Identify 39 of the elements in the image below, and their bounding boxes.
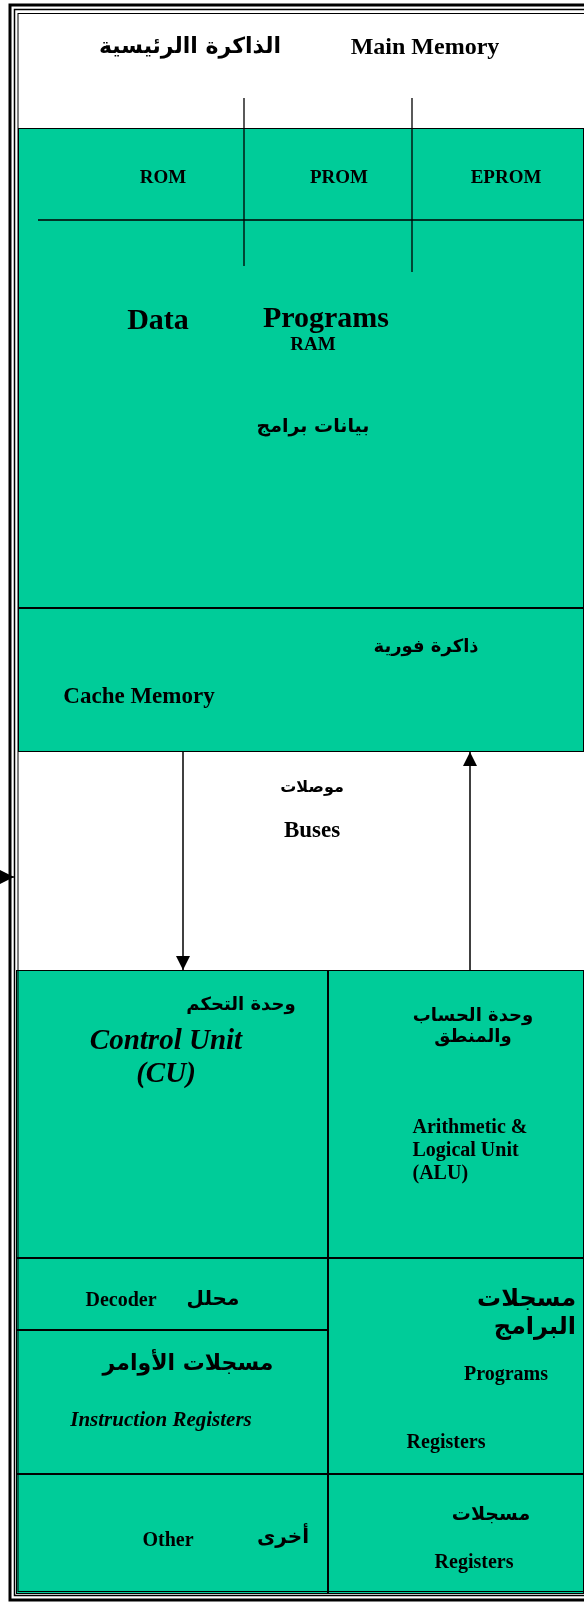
heading: ذاكرة فورية bbox=[373, 635, 479, 657]
bus-label: موصلات bbox=[280, 777, 344, 797]
label-text: Registers bbox=[406, 1429, 486, 1453]
heading: وحدة التحكم bbox=[186, 993, 296, 1015]
label-text: RAM bbox=[290, 333, 336, 355]
label-text: Programs bbox=[262, 299, 390, 335]
heading: مسجلات bbox=[451, 1503, 531, 1525]
unit-panel bbox=[16, 970, 328, 1258]
label-text: Arithmetic & Logical Unit (ALU) bbox=[412, 1114, 529, 1184]
arrow bbox=[176, 751, 190, 971]
bus-label: Buses bbox=[283, 816, 341, 844]
decoder-cell bbox=[16, 1258, 328, 1330]
label-text: الذاكرة االرئيسية bbox=[98, 33, 282, 59]
heading: PROM bbox=[310, 166, 368, 188]
heading: وحدة الحساب والمنطق bbox=[411, 1005, 535, 1047]
label-text: Other bbox=[142, 1527, 194, 1551]
label-text: Decoder bbox=[85, 1287, 157, 1311]
label-text: Programs bbox=[463, 1361, 549, 1385]
register-cell bbox=[16, 1330, 328, 1474]
heading: مسجلات البرامج bbox=[476, 1285, 576, 1341]
label-text: Control Unit (CU) bbox=[88, 1022, 244, 1090]
unit-panel bbox=[328, 970, 584, 1258]
memory-panel bbox=[18, 128, 584, 608]
label-text: Registers bbox=[434, 1549, 514, 1573]
heading: مسجلات الأوامر bbox=[102, 1350, 274, 1376]
register-cell bbox=[328, 1258, 584, 1474]
heading: Main Memory bbox=[350, 33, 500, 61]
heading: Data bbox=[127, 301, 189, 337]
label-text: Instruction Registers bbox=[69, 1406, 253, 1432]
label-text: بيانات برامج bbox=[256, 415, 370, 437]
label-text: Cache Memory bbox=[63, 682, 215, 710]
cache-panel bbox=[18, 608, 584, 752]
register-cell bbox=[328, 1474, 584, 1594]
heading: EPROM bbox=[470, 166, 542, 188]
heading: ROM bbox=[139, 166, 187, 188]
arrow bbox=[463, 751, 477, 971]
heading: أخرى bbox=[257, 1524, 309, 1548]
heading: محلل bbox=[186, 1286, 240, 1310]
register-cell bbox=[16, 1474, 328, 1594]
